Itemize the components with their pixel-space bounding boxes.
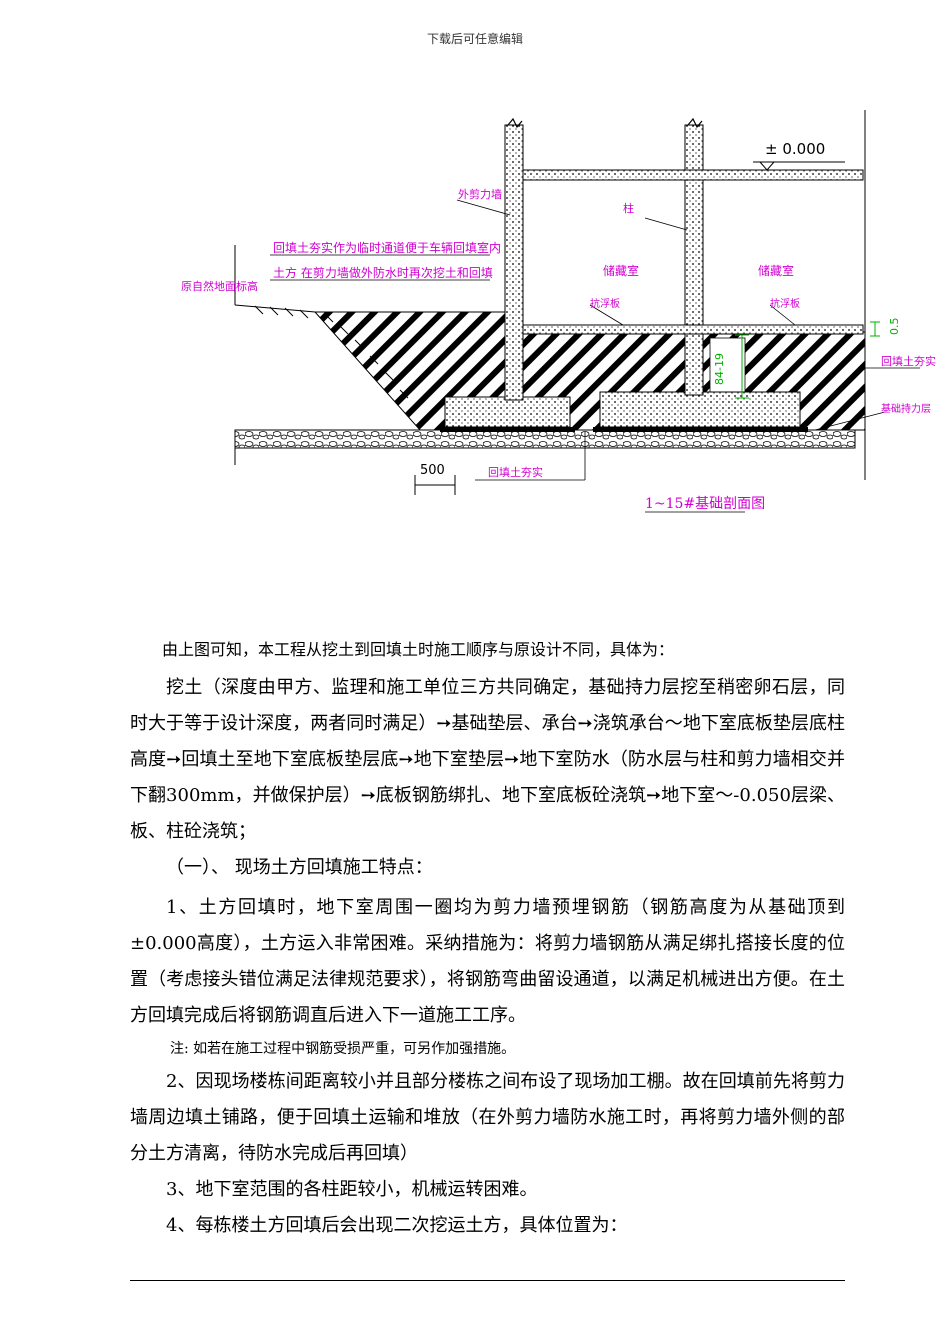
section-title: 1~15#基础剖面图	[645, 495, 765, 512]
label-bearing-layer: 基础持力层	[881, 402, 931, 415]
dimension-500: 500	[420, 463, 445, 478]
footer-rule	[130, 1280, 845, 1281]
paragraph-note: 注: 如若在施工过程中钢筋受损严重，可另作加强措施。	[170, 1041, 516, 1057]
elevation-label: ± 0.000	[765, 140, 825, 158]
label-anti-float-1: 抗浮板	[590, 297, 620, 310]
label-exterior-wall: 外剪力墙	[458, 187, 502, 201]
body-text: 由上图可知，本工程从挖土到回填土时施工顺序与原设计不同，具体为： 挖土（深度由甲…	[130, 632, 845, 1244]
top-slab	[522, 169, 864, 181]
column	[684, 124, 704, 396]
exterior-shear-wall	[504, 124, 524, 401]
paragraph-item-1: 1、土方回填时，地下室周围一圈均为剪力墙预埋钢筋（钢筋高度为从基础顶到±0.00…	[130, 897, 845, 1026]
label-backfill-note-1: 回填土夯实作为临时通道便于车辆回填室内	[273, 240, 501, 255]
foundation-section-drawing: ± 0.000 500 84-19 0.5	[175, 100, 945, 540]
page-header: 下载后可任意编辑	[426, 32, 523, 46]
label-backfill-bottom: 回填土夯实	[488, 465, 543, 479]
label-backfill-right: 回填土夯实	[881, 354, 936, 368]
label-storage-1: 储藏室	[603, 263, 639, 278]
paragraph-item-3: 3、地下室范围的各柱距较小，机械运转困难。	[166, 1179, 538, 1200]
footing-mid	[599, 391, 801, 428]
label-anti-float-2: 抗浮板	[770, 297, 800, 310]
paragraph-item-2: 2、因现场楼栋间距离较小并且部分楼栋之间布设了现场加工棚。故在回填前先将剪力墙周…	[130, 1071, 845, 1164]
gravel-layer	[234, 429, 856, 449]
paragraph-item-4: 4、每栋楼土方回填后会出现二次挖运土方，具体位置为：	[166, 1215, 628, 1236]
floor-slab	[522, 324, 864, 335]
dimension-side: 0.5	[888, 318, 901, 336]
label-backfill-note-2: 土方 在剪力墙做外防水时再次挖土和回填	[273, 265, 493, 280]
label-original-ground: 原自然地面标高	[181, 279, 258, 293]
paragraph-sequence: 挖土（深度由甲方、监理和施工单位三方共同确定，基础持力层挖至稍密卵石层，同时大于…	[130, 677, 845, 842]
dimension-vertical: 84-19	[713, 353, 726, 385]
paragraph-intro: 由上图可知，本工程从挖土到回填土时施工顺序与原设计不同，具体为：	[162, 640, 675, 659]
footing-left	[444, 396, 571, 428]
section-heading: （一）、 现场土方回填施工特点：	[166, 857, 433, 878]
label-column: 柱	[623, 201, 634, 215]
label-storage-2: 储藏室	[758, 263, 794, 278]
